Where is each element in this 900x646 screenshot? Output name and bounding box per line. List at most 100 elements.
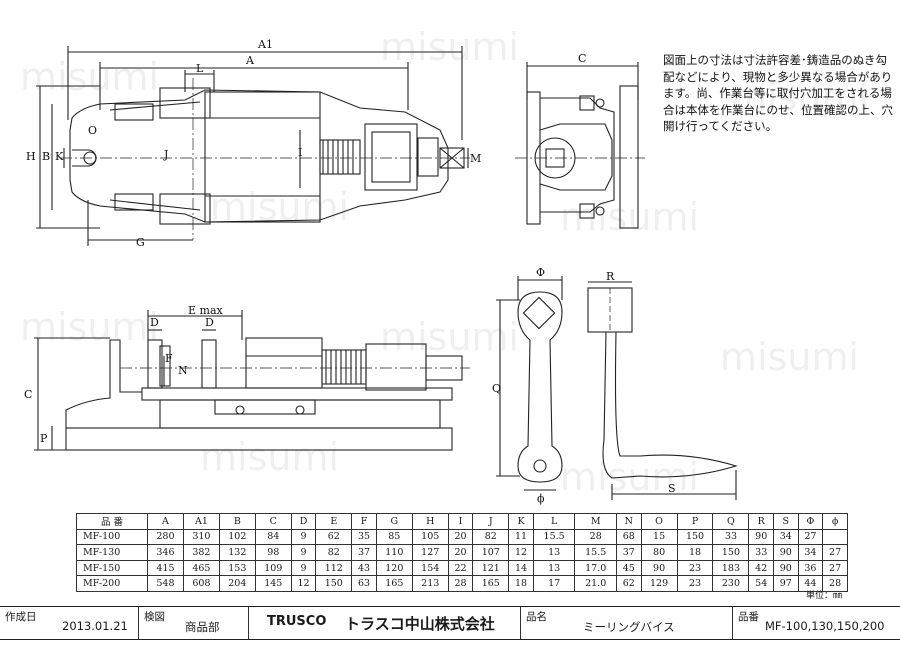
table-cell: 80 (640, 544, 678, 561)
table-cell: 82 (315, 544, 353, 561)
table-cell: 153 (218, 559, 256, 577)
table-cell: 15.5 (532, 528, 576, 546)
table-cell: 28 (447, 575, 474, 592)
table-cell: 465 (182, 559, 220, 577)
table-cell: 27 (822, 544, 848, 561)
table-cell: 45 (616, 559, 642, 577)
column-header: K (508, 513, 534, 530)
company-cell: TRUSCO トラスコ中山株式会社 (248, 607, 521, 639)
table-cell: 15 (640, 528, 678, 546)
column-header: ϕ (822, 513, 848, 530)
table-cell: 9 (290, 559, 317, 577)
model-cell: MF-130 (76, 544, 148, 561)
table-cell: 28 (822, 575, 848, 592)
column-header: B (218, 513, 256, 530)
table-cell: 150 (712, 544, 750, 561)
company-name: トラスコ中山株式会社 (345, 615, 495, 633)
code-label: 品番 (738, 611, 759, 623)
table-cell: 382 (182, 544, 220, 561)
dim-label: B (42, 150, 50, 163)
table-cell: 346 (147, 544, 184, 561)
dim-label: Φ (536, 266, 545, 279)
column-header: 品 番 (76, 513, 148, 530)
column-header: L (532, 513, 576, 530)
table-cell: 127 (411, 544, 449, 561)
table-cell: 90 (640, 559, 678, 577)
table-cell: 35 (351, 528, 377, 546)
table-cell: 165 (375, 575, 413, 592)
table-cell: 107 (472, 544, 510, 561)
dim-label: K (55, 150, 64, 163)
table-cell: 132 (218, 544, 256, 561)
table-cell: 105 (411, 528, 449, 546)
column-header: E (315, 513, 353, 530)
table-cell: 34 (773, 528, 799, 546)
check-label: 検図 (144, 611, 165, 623)
unit-label: 単位：㎜ (806, 591, 843, 601)
column-header: R (748, 513, 774, 530)
table-cell: 213 (411, 575, 449, 592)
table-cell: 27 (822, 559, 848, 577)
column-header: F (351, 513, 377, 530)
dim-label: O (88, 124, 97, 137)
table-cell: 82 (472, 528, 510, 546)
column-header: C (254, 513, 292, 530)
dim-label: P (40, 432, 48, 445)
table-cell: 22 (447, 559, 474, 577)
end-view (515, 62, 645, 229)
column-header: I (447, 513, 474, 530)
dim-label: Q (492, 382, 501, 395)
title-block: 作成日 2013.01.21 検図 商品部 TRUSCO トラスコ中山株式会社 … (0, 606, 900, 640)
table-cell: 280 (147, 528, 184, 546)
table-cell: 17.0 (574, 559, 618, 577)
dim-label: A (245, 54, 255, 67)
dim-label: C (24, 388, 32, 401)
table-cell: 110 (375, 544, 413, 561)
table-cell: 37 (616, 544, 642, 561)
dim-label: ϕ (537, 492, 545, 505)
table-cell: 415 (147, 559, 184, 577)
table-cell: 33 (748, 544, 774, 561)
table-cell: 68 (616, 528, 642, 546)
dim-label: H (26, 150, 36, 163)
table-cell: 27 (797, 528, 824, 546)
table-cell: 121 (472, 559, 510, 577)
table-cell: 13 (532, 544, 576, 561)
technical-drawing: misumi misumi misumi misumi misumi misum… (20, 25, 869, 505)
table-cell: 12 (508, 544, 534, 561)
dim-label: L (196, 62, 204, 75)
model-cell: MF-100 (76, 528, 148, 546)
table-cell: 145 (254, 575, 292, 592)
table-cell: 11 (508, 528, 534, 546)
table-cell: 28 (574, 528, 618, 546)
table-cell: 120 (375, 559, 413, 577)
table-cell (822, 528, 848, 546)
column-header: J (472, 513, 510, 530)
watermark: misumi (380, 25, 519, 69)
table-cell: 154 (411, 559, 449, 577)
table-cell: 112 (315, 559, 353, 577)
dim-label: D (150, 316, 159, 329)
top-view (36, 46, 470, 246)
column-header: H (411, 513, 449, 530)
column-header: N (616, 513, 642, 530)
table-cell: 310 (182, 528, 220, 546)
model-cell: MF-150 (76, 559, 148, 577)
table-cell: 42 (748, 559, 774, 577)
dim-label: D (205, 316, 214, 329)
column-header: O (640, 513, 678, 530)
brand-logo: TRUSCO (267, 614, 327, 629)
dim-label: F (165, 352, 173, 365)
table-cell: 18 (676, 544, 714, 561)
table-cell: 109 (254, 559, 292, 577)
model-cell: MF-200 (76, 575, 148, 592)
watermark: misumi (730, 75, 869, 119)
watermark: misumi (380, 315, 519, 359)
table-cell: 33 (712, 528, 750, 546)
table-cell: 23 (676, 559, 714, 577)
code-cell: 品番 MF-100,130,150,200 (732, 607, 900, 639)
